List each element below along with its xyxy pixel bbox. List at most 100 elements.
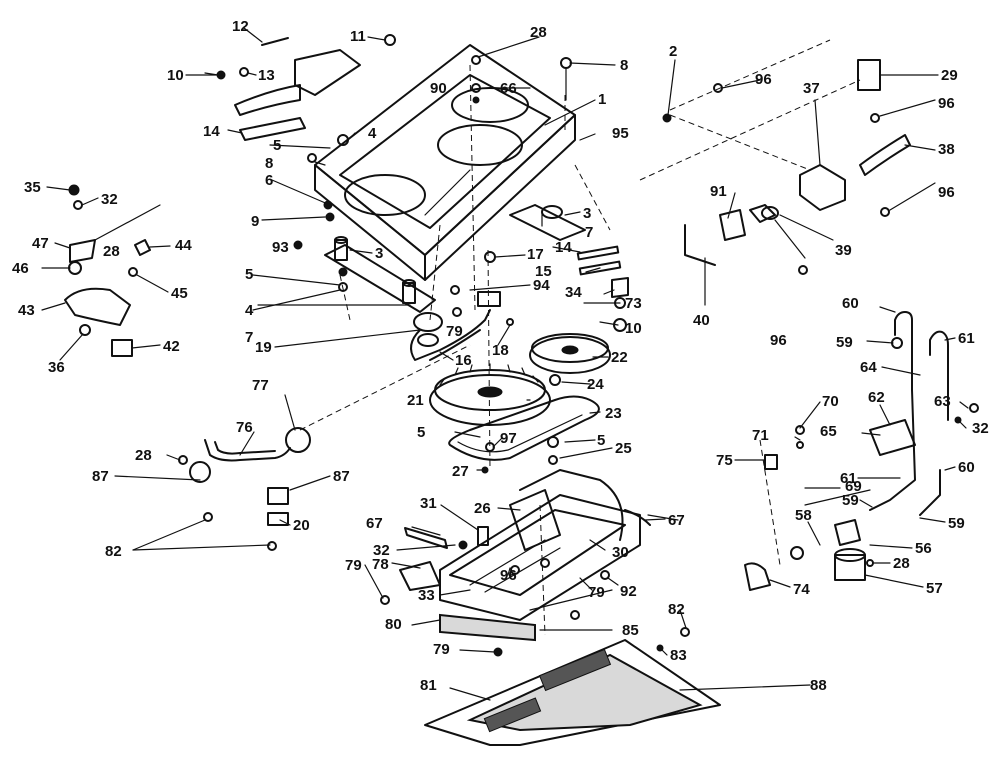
callout-9: 9 xyxy=(251,213,259,230)
callout-25: 25 xyxy=(615,440,632,457)
callout-78: 78 xyxy=(372,556,389,573)
callout-35: 35 xyxy=(24,179,41,196)
callout-59: 59 xyxy=(948,515,965,532)
callout-labels: 1 2 3 3 4 4 5 5 5 5 6 7 7 8 8 9 10 10 11… xyxy=(12,18,989,694)
callout-62: 62 xyxy=(868,389,885,406)
callout-18: 18 xyxy=(492,342,509,359)
callout-67: 67 xyxy=(668,512,685,529)
callout-67: 67 xyxy=(366,515,383,532)
callout-23: 23 xyxy=(605,405,622,422)
callout-43: 43 xyxy=(18,302,35,319)
callout-26: 26 xyxy=(474,500,491,517)
callout-66: 66 xyxy=(500,80,517,97)
callout-29: 29 xyxy=(941,67,958,84)
callout-73: 73 xyxy=(625,295,642,312)
callout-57: 57 xyxy=(926,580,943,597)
callout-59: 59 xyxy=(836,334,853,351)
callout-71: 71 xyxy=(752,427,769,444)
callout-38: 38 xyxy=(938,141,955,158)
callout-85: 85 xyxy=(622,622,639,639)
callout-94: 94 xyxy=(533,277,550,294)
callout-10: 10 xyxy=(167,67,184,84)
callout-58: 58 xyxy=(795,507,812,524)
callout-93: 93 xyxy=(272,239,289,256)
callout-77: 77 xyxy=(252,377,269,394)
callout-81: 81 xyxy=(420,677,437,694)
callout-96: 96 xyxy=(500,567,517,584)
callout-31: 31 xyxy=(420,495,437,512)
callout-34: 34 xyxy=(565,284,582,301)
callout-87: 87 xyxy=(92,468,109,485)
callout-63: 63 xyxy=(934,393,951,410)
callout-96: 96 xyxy=(755,71,772,88)
callout-14: 14 xyxy=(555,239,572,256)
callout-27: 27 xyxy=(452,463,469,480)
callout-11: 11 xyxy=(350,28,366,45)
callout-3: 3 xyxy=(583,205,591,222)
callout-2: 2 xyxy=(669,43,677,60)
callout-79: 79 xyxy=(588,584,605,601)
drain-hose xyxy=(410,309,491,361)
callout-44: 44 xyxy=(175,237,192,254)
callout-10: 10 xyxy=(625,320,642,337)
callout-61: 61 xyxy=(958,330,975,347)
callout-64: 64 xyxy=(860,359,877,376)
callout-32: 32 xyxy=(373,542,390,559)
callout-46: 46 xyxy=(12,260,29,277)
callout-40: 40 xyxy=(693,312,710,329)
tube-76 xyxy=(204,344,471,462)
callout-96: 96 xyxy=(938,95,955,112)
callout-45: 45 xyxy=(171,285,188,302)
callout-37: 37 xyxy=(803,80,820,97)
callout-30: 30 xyxy=(612,544,629,561)
right-bracket xyxy=(509,204,586,241)
lever-assembly xyxy=(64,184,161,357)
callout-33: 33 xyxy=(418,587,435,604)
callout-17: 17 xyxy=(527,246,544,263)
callout-12: 12 xyxy=(232,18,249,35)
callout-28: 28 xyxy=(103,243,120,260)
bottom-cover xyxy=(424,639,721,746)
callout-82: 82 xyxy=(105,543,122,560)
callout-95: 95 xyxy=(612,125,629,142)
callout-14: 14 xyxy=(203,123,220,140)
callout-4: 4 xyxy=(245,302,254,319)
leader-lines xyxy=(41,27,969,701)
callout-88: 88 xyxy=(810,677,827,694)
callout-5: 5 xyxy=(417,424,425,441)
callout-7: 7 xyxy=(585,224,593,241)
callout-5: 5 xyxy=(273,137,281,154)
callout-42: 42 xyxy=(163,338,180,355)
callout-91: 91 xyxy=(710,183,727,200)
callout-28: 28 xyxy=(893,555,910,572)
lower-bracket xyxy=(324,236,436,313)
callout-16: 16 xyxy=(455,352,472,369)
top-lever xyxy=(216,37,361,141)
callout-3: 3 xyxy=(375,245,383,262)
callout-8: 8 xyxy=(620,57,628,74)
callout-80: 80 xyxy=(385,616,402,633)
callout-19: 19 xyxy=(255,339,272,356)
callout-5: 5 xyxy=(597,432,605,449)
callout-56: 56 xyxy=(915,540,932,557)
callout-65: 65 xyxy=(820,423,837,440)
callout-32: 32 xyxy=(972,420,989,437)
callout-8: 8 xyxy=(265,155,273,172)
callout-36: 36 xyxy=(48,359,65,376)
callout-1: 1 xyxy=(598,91,606,108)
callout-79: 79 xyxy=(345,557,362,574)
callout-28: 28 xyxy=(135,447,152,464)
callout-79: 79 xyxy=(433,641,450,658)
drive-belt xyxy=(448,395,600,461)
callout-32: 32 xyxy=(101,191,118,208)
callout-79: 79 xyxy=(446,323,463,340)
valve-assembly xyxy=(684,59,911,266)
callout-69: 69 xyxy=(845,478,862,495)
callout-47: 47 xyxy=(32,235,49,252)
callout-22: 22 xyxy=(611,349,628,366)
callout-90: 90 xyxy=(430,80,447,97)
callout-74: 74 xyxy=(793,581,810,598)
callout-60: 60 xyxy=(958,459,975,476)
callout-13: 13 xyxy=(258,67,275,84)
